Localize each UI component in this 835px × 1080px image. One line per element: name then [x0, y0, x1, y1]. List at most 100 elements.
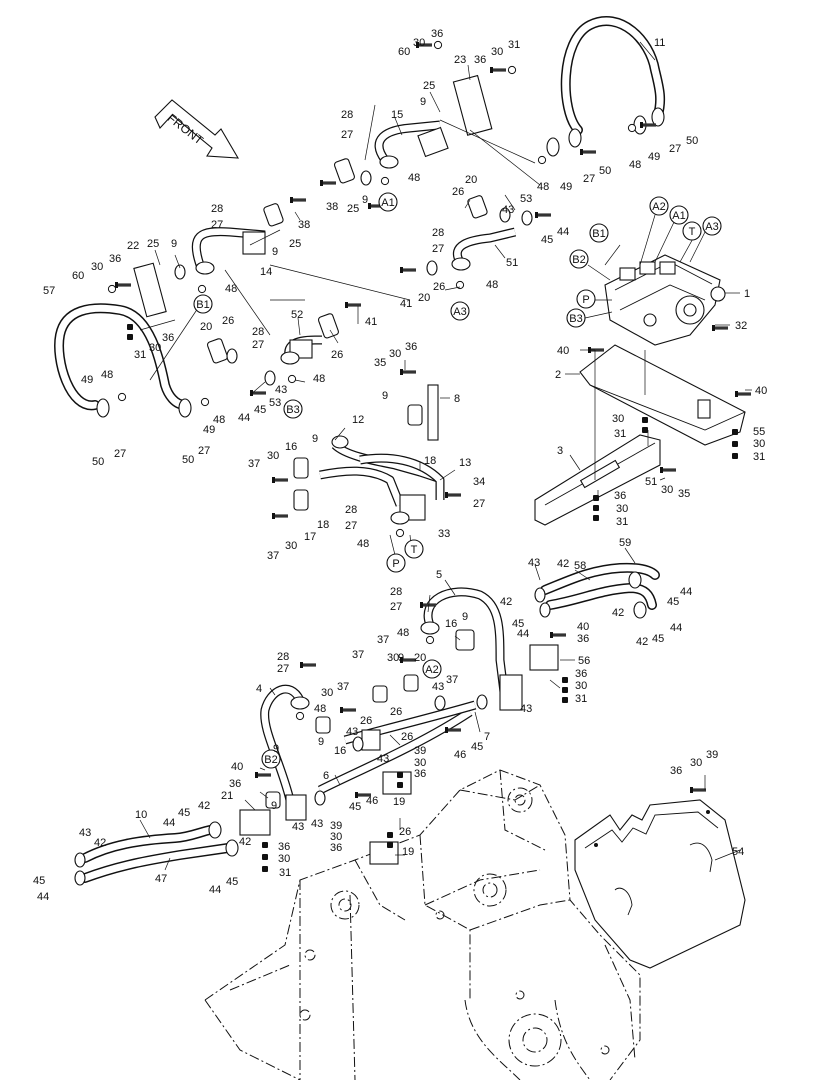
- port-label-b2: B2: [264, 754, 277, 766]
- valve-port-label-b1: B1: [592, 228, 605, 240]
- callout: 40: [755, 385, 767, 397]
- callout: 49: [648, 151, 660, 163]
- callout: 13: [459, 457, 471, 469]
- callout: 27: [211, 219, 223, 231]
- port-label-b1: B1: [196, 299, 209, 311]
- callout: 27: [252, 339, 264, 351]
- callout: 46: [454, 749, 466, 761]
- callout: 49: [560, 181, 572, 193]
- callout: 37: [267, 550, 279, 562]
- callout: 30: [413, 37, 425, 49]
- callout: 28: [252, 326, 264, 338]
- callout: 27: [341, 129, 353, 141]
- callout: 9: [171, 238, 177, 250]
- callout: 56: [578, 655, 590, 667]
- valve-port-label-p: P: [582, 294, 589, 306]
- callout: 36: [670, 765, 682, 777]
- callout: 20: [414, 652, 426, 664]
- valve-port-label-a1: A1: [672, 210, 685, 222]
- callout: 27: [583, 173, 595, 185]
- port-marker-a2: A2: [422, 659, 442, 679]
- callout: 50: [686, 135, 698, 147]
- callout: 38: [298, 219, 310, 231]
- callout: 40: [577, 621, 589, 633]
- callout: 35: [374, 357, 386, 369]
- port-label-t: T: [411, 544, 418, 556]
- callout: 30: [753, 438, 765, 450]
- callout: 31: [279, 867, 291, 879]
- callout: 42: [557, 558, 569, 570]
- valve-port-b1: B1: [589, 223, 609, 243]
- callout: 30: [278, 853, 290, 865]
- callout: 45: [33, 875, 45, 887]
- callout: 32: [735, 320, 747, 332]
- callout: 16: [285, 441, 297, 453]
- callout: 26: [222, 315, 234, 327]
- valve-port-b3: B3: [566, 308, 586, 328]
- callout: 16: [445, 618, 457, 630]
- callout: 12: [352, 414, 364, 426]
- valve-port-label-b2: B2: [572, 254, 585, 266]
- callout: 3: [557, 445, 563, 457]
- callout: 47: [155, 873, 167, 885]
- callout: 43: [292, 821, 304, 833]
- callout: 45: [226, 876, 238, 888]
- port-markers: A1 B1 A3 B3 P T B1 A2 A1 T A3 B2 P B3 A2…: [193, 192, 722, 769]
- callout: 30: [330, 831, 342, 843]
- callout: 38: [326, 201, 338, 213]
- valve-mount-frame: [579, 344, 746, 446]
- callout: 30: [267, 450, 279, 462]
- callout: 48: [101, 369, 113, 381]
- callout: 48: [397, 627, 409, 639]
- valve-port-p: P: [576, 289, 596, 309]
- valve-port-b2: B2: [569, 249, 589, 269]
- callout: 6: [323, 770, 329, 782]
- callout: 35: [678, 488, 690, 500]
- callout: 43: [528, 557, 540, 569]
- callout: 9: [420, 96, 426, 108]
- callout: 44: [670, 622, 682, 634]
- callout: 42: [636, 636, 648, 648]
- callout: 36: [414, 768, 426, 780]
- front-direction-arrow: FRONT: [154, 99, 239, 159]
- callout: 27: [390, 601, 402, 613]
- loader-frame-outline: [204, 769, 641, 1080]
- port-label-a3: A3: [453, 306, 466, 318]
- callout: 48: [357, 538, 369, 550]
- valve-port-t: T: [682, 221, 702, 241]
- callout: 36: [278, 841, 290, 853]
- callout: 27: [345, 520, 357, 532]
- callout: 36: [577, 633, 589, 645]
- callout: 34: [473, 476, 485, 488]
- callout: 48: [313, 373, 325, 385]
- callout: 60: [398, 46, 410, 58]
- callout: 33: [438, 528, 450, 540]
- port-label-a1: A1: [381, 197, 394, 209]
- callout: 9: [398, 652, 404, 664]
- port-marker-t: T: [404, 539, 424, 559]
- callout: 26: [331, 349, 343, 361]
- callout: 53: [520, 193, 532, 205]
- callout: 58: [574, 560, 586, 572]
- callout: 55: [753, 426, 765, 438]
- callout: 28: [345, 504, 357, 516]
- callout: 37: [337, 681, 349, 693]
- callout: 39: [414, 745, 426, 757]
- valve-port-label-t: T: [689, 226, 696, 238]
- callout: 19: [402, 846, 414, 858]
- callout: 36: [474, 54, 486, 66]
- callout: 46: [366, 795, 378, 807]
- callout: 20: [418, 292, 430, 304]
- callout: 50: [92, 456, 104, 468]
- callout: 22: [127, 240, 139, 252]
- callout: 45: [512, 618, 524, 630]
- callout: 39: [706, 749, 718, 761]
- callout: 36: [162, 332, 174, 344]
- callout: 28: [341, 109, 353, 121]
- valve-port-label-a2: A2: [652, 201, 665, 213]
- callout: 44: [680, 586, 692, 598]
- callout: 31: [508, 39, 520, 51]
- callout: 28: [432, 227, 444, 239]
- callout: 30: [491, 46, 503, 58]
- callout: 9: [382, 390, 388, 402]
